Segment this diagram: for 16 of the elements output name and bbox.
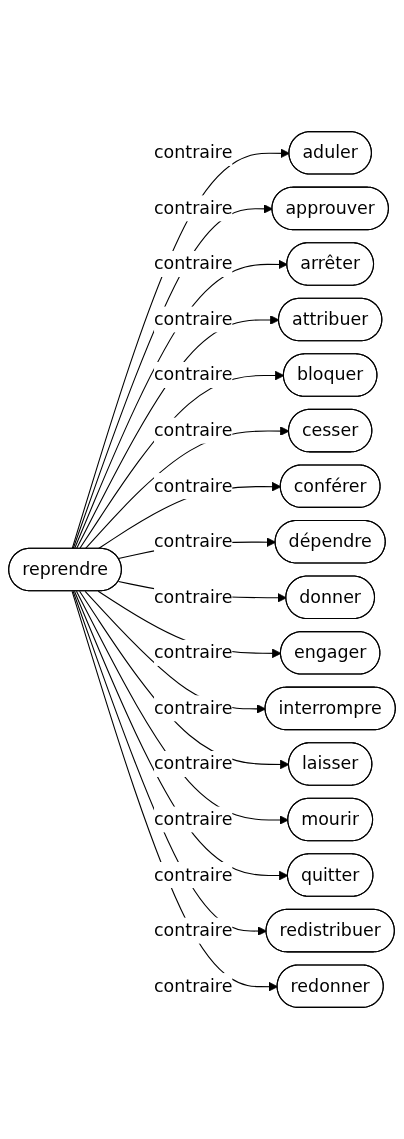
edge-label: contraire — [154, 808, 233, 830]
edge-label: contraire — [154, 141, 233, 163]
edge-label: contraire — [154, 697, 233, 719]
edge-label: contraire — [154, 975, 233, 996]
edge-label: contraire — [154, 864, 233, 885]
edge-label: contraire — [154, 308, 233, 330]
edge-label: contraire — [154, 586, 233, 608]
edge-label: contraire — [154, 753, 233, 774]
edge-label: contraire — [154, 641, 233, 663]
edge-label: contraire — [154, 475, 233, 496]
edge-label: contraire — [154, 364, 233, 385]
edge-label: contraire — [154, 253, 233, 274]
edge-label: contraire — [154, 419, 233, 441]
edge-label: contraire — [154, 530, 233, 552]
edge-label: contraire — [154, 919, 233, 941]
edge-label: contraire — [154, 197, 233, 219]
